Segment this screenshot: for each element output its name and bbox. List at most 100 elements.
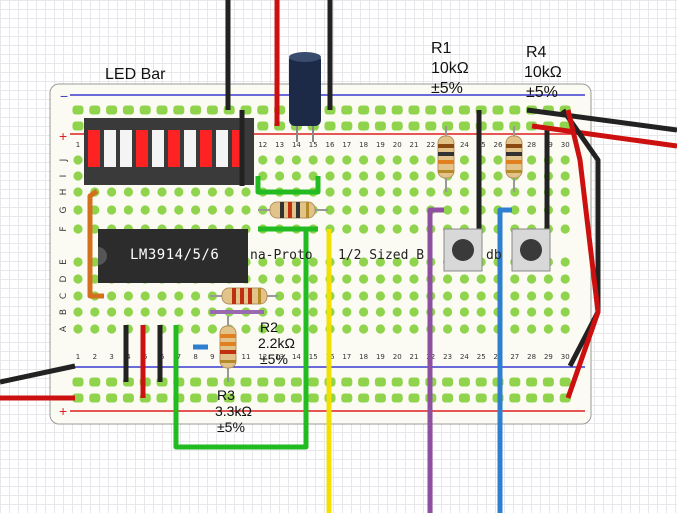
- pad: [560, 155, 570, 165]
- pad: [72, 105, 84, 115]
- pad: [73, 155, 83, 165]
- pad: [107, 187, 117, 197]
- pad: [73, 187, 83, 197]
- pad: [527, 187, 537, 197]
- pad: [476, 291, 486, 301]
- column-number: 19: [376, 353, 385, 361]
- row-letter: B: [59, 309, 69, 315]
- pad: [409, 257, 419, 267]
- pad: [190, 393, 202, 403]
- pad: [342, 307, 352, 317]
- pad: [73, 224, 83, 234]
- pad: [123, 307, 133, 317]
- pad: [174, 291, 184, 301]
- column-number: 14: [292, 353, 301, 361]
- pad: [207, 324, 217, 334]
- pad: [408, 105, 420, 115]
- pad: [374, 393, 386, 403]
- r1-tolerance: ±5%: [431, 80, 463, 97]
- pad: [510, 307, 520, 317]
- pad: [375, 187, 385, 197]
- pad: [527, 307, 537, 317]
- pad: [560, 307, 570, 317]
- pad: [560, 257, 570, 267]
- pad: [374, 121, 386, 131]
- pad: [72, 121, 84, 131]
- led-segment: [104, 130, 116, 167]
- pad: [527, 324, 537, 334]
- pad: [526, 377, 538, 387]
- r3-tolerance: ±5%: [217, 419, 245, 435]
- pad: [73, 307, 83, 317]
- resistor-r3-body: [219, 316, 237, 382]
- pad: [106, 393, 118, 403]
- pad: [492, 105, 504, 115]
- pad: [174, 205, 184, 215]
- pad: [156, 393, 168, 403]
- pad: [291, 257, 301, 267]
- row-letter: F: [59, 226, 69, 231]
- pad: [223, 377, 235, 387]
- pad: [275, 291, 285, 301]
- led-segment: [200, 130, 212, 167]
- pad: [359, 307, 369, 317]
- pad: [341, 105, 353, 115]
- pad: [89, 105, 101, 115]
- pad: [459, 307, 469, 317]
- pad: [291, 291, 301, 301]
- pad: [408, 377, 420, 387]
- pad: [391, 393, 403, 403]
- pad: [224, 205, 234, 215]
- column-number: 9: [210, 353, 214, 361]
- pad: [275, 324, 285, 334]
- column-number: 26: [494, 141, 503, 149]
- pad: [408, 393, 420, 403]
- pad: [409, 155, 419, 165]
- pad: [123, 187, 133, 197]
- pad: [275, 171, 285, 181]
- pad: [559, 377, 571, 387]
- pad: [358, 121, 370, 131]
- pad: [443, 307, 453, 317]
- column-number: 18: [359, 141, 368, 149]
- pad: [375, 257, 385, 267]
- pad: [156, 105, 168, 115]
- pad: [89, 393, 101, 403]
- led-segment: [88, 130, 100, 167]
- pad: [476, 324, 486, 334]
- pad: [258, 324, 268, 334]
- pad: [173, 105, 185, 115]
- pad: [73, 274, 83, 284]
- pad: [290, 377, 302, 387]
- board-print-fragment-2: 1/2 Sized B: [338, 248, 425, 263]
- column-number: 12: [258, 141, 267, 149]
- pad: [123, 291, 133, 301]
- pad: [73, 324, 83, 334]
- pad: [257, 105, 269, 115]
- pad: [359, 274, 369, 284]
- r2-name: R2: [260, 319, 278, 335]
- pad: [392, 155, 402, 165]
- pad: [493, 171, 503, 181]
- pad: [392, 274, 402, 284]
- pad: [527, 205, 537, 215]
- pad: [275, 257, 285, 267]
- pad: [560, 291, 570, 301]
- pad: [459, 171, 469, 181]
- capacitor-top: [289, 52, 321, 62]
- pad: [458, 121, 470, 131]
- led-segment: [120, 130, 132, 167]
- pad: [442, 121, 454, 131]
- r4-tolerance: ±5%: [526, 84, 558, 101]
- column-number: 1: [76, 353, 80, 361]
- pad: [475, 377, 487, 387]
- pad: [191, 205, 201, 215]
- led-segment: [184, 130, 196, 167]
- pad: [157, 187, 167, 197]
- pad: [107, 205, 117, 215]
- board-print-fragment-3: db: [486, 248, 502, 263]
- pad: [73, 257, 83, 267]
- pad: [510, 324, 520, 334]
- column-number: 19: [376, 141, 385, 149]
- pad: [325, 155, 335, 165]
